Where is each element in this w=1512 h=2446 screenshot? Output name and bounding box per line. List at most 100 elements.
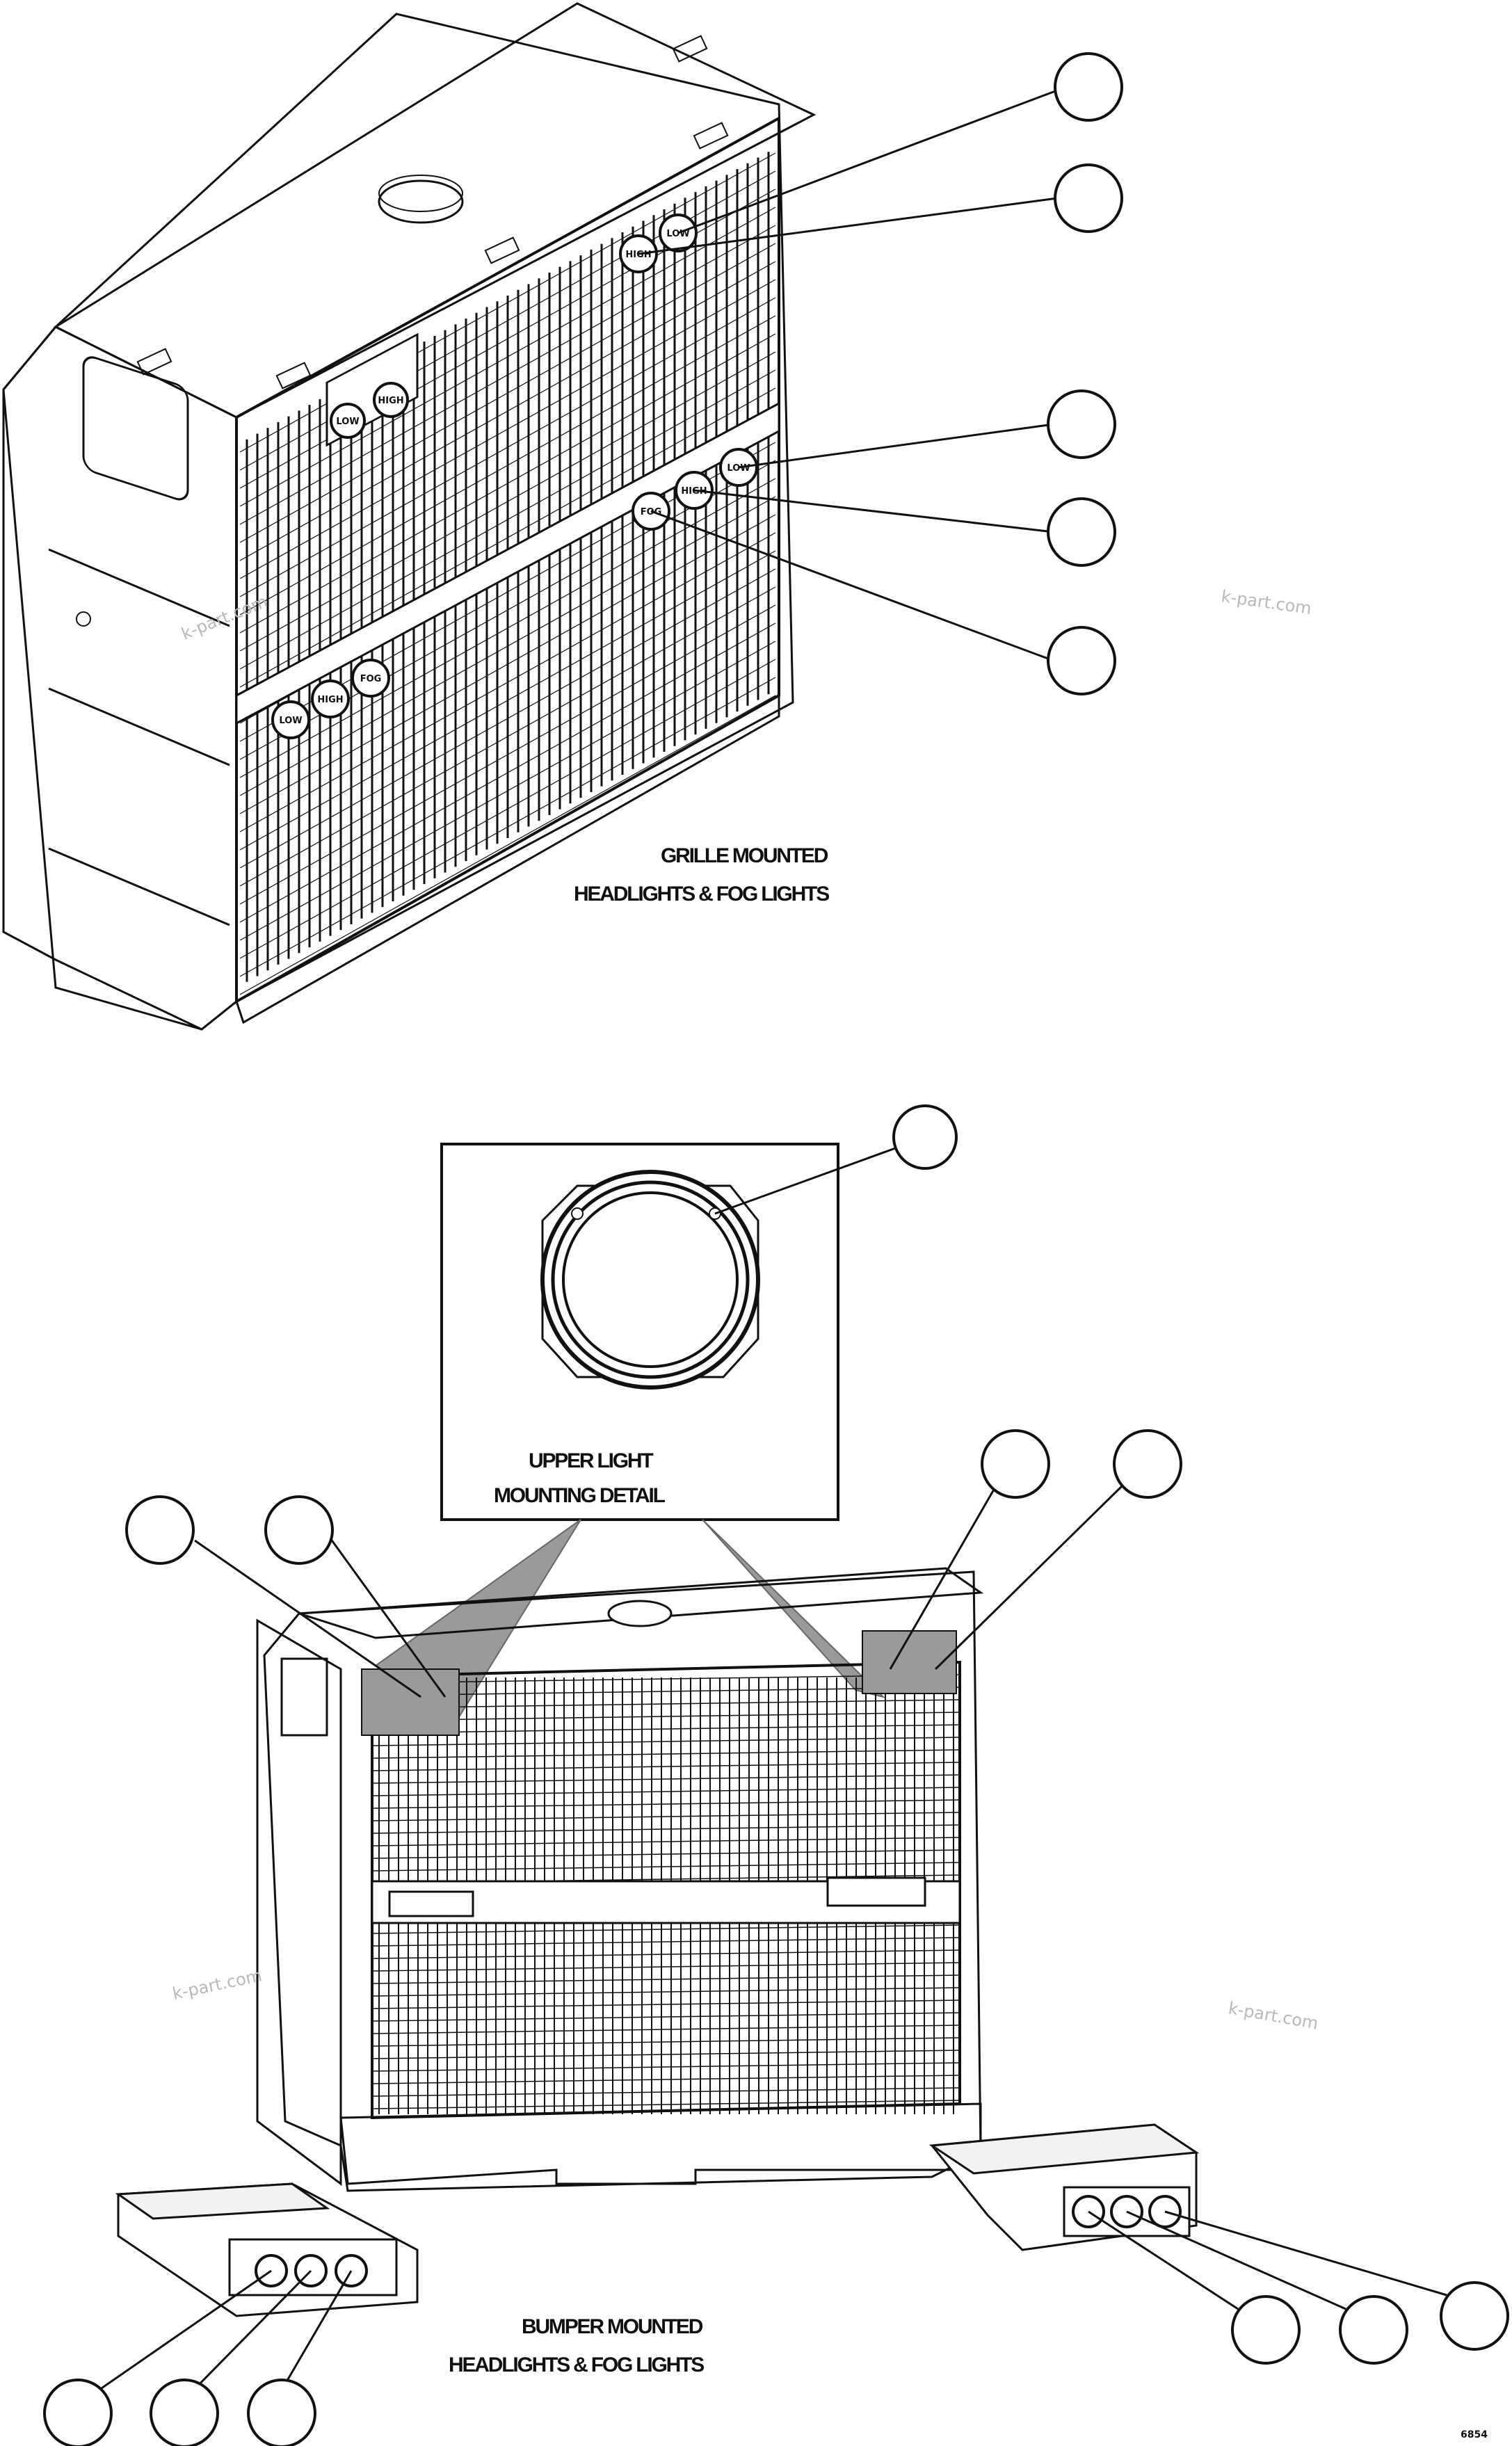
grille-mesh-line: [239, 695, 776, 995]
upper-left-lamp-pair: LOW HIGH: [325, 332, 419, 447]
grille-mesh-line: [371, 2050, 960, 2059]
callout-bubble: [981, 1429, 1050, 1499]
grille-mesh-line: [239, 351, 776, 652]
grille-mesh-line: [239, 659, 776, 959]
grille-mesh-line: [239, 369, 776, 670]
watermark: k-part.com: [1227, 1998, 1320, 2033]
grille-mesh-line: [371, 1812, 960, 1821]
grille-mesh-line: [239, 641, 776, 941]
callout-bubble: [1054, 52, 1123, 122]
watermark: k-part.com: [170, 1965, 264, 2004]
callout-bubble: [43, 2379, 113, 2446]
grille-mesh-line: [371, 1837, 960, 1846]
grille-mesh-line: [239, 261, 776, 561]
upper-light-detail: UPPER LIGHT MOUNTING DETAIL: [440, 1143, 839, 1521]
grille-mesh-line: [371, 2062, 960, 2072]
grille-mesh-line: [239, 550, 776, 851]
caption-grille-line1: GRILLE MOUNTED: [661, 844, 828, 867]
grille-mesh-line: [239, 333, 776, 634]
callout-bubble: [1047, 626, 1116, 695]
grille-mesh-line: [371, 1787, 960, 1796]
grille-mesh-line: [239, 586, 776, 887]
callout-bubble: [150, 2379, 219, 2446]
grille-mesh-line: [371, 1749, 960, 1759]
caption-detail-line2: MOUNTING DETAIL: [494, 1484, 666, 1507]
grille-mesh-line: [371, 1937, 960, 1947]
callout-bubble: [1440, 2281, 1509, 2351]
bumper-lamp-right: [928, 2123, 1200, 2251]
grille-mesh-line: [371, 1862, 960, 1872]
grille-mesh-line: [239, 568, 776, 869]
grille-mesh-line: [371, 1974, 960, 1984]
callout-bubble: [247, 2379, 316, 2446]
grille-mesh-line: [371, 1849, 960, 1859]
caption-bumper-line1: BUMPER MOUNTED: [522, 2315, 703, 2338]
lamp-label-high: HIGH: [625, 250, 651, 260]
grille-mesh-line: [239, 514, 776, 814]
grille-assembly-bottom: [256, 1567, 984, 2192]
callout-bubble: [125, 1495, 195, 1565]
lamp-label-low: LOW: [727, 463, 750, 474]
grille-mesh-line: [371, 1724, 960, 1734]
callout-bubble: [1054, 163, 1123, 233]
grille-mesh-line: [371, 1737, 960, 1746]
grille-mesh-line: [371, 2000, 960, 2009]
grille-mesh-line: [371, 1824, 960, 1834]
callout-bubble: [1047, 497, 1116, 567]
grille-lamps: LOW HIGH HIGH LOW LOW HIGH FOG FOG: [271, 214, 758, 739]
grille-mesh-line: [239, 279, 776, 579]
grille-mesh-line: [239, 604, 776, 905]
lamp-label-low: LOW: [279, 716, 302, 726]
grille-mesh-line: [371, 2025, 960, 2034]
upper-mount-right: [862, 1630, 957, 1694]
projection-right: [702, 1519, 886, 1698]
callouts-bumper: [43, 1429, 1509, 2446]
lamp-label-low: LOW: [336, 417, 359, 427]
grille-mesh-line: [371, 2037, 960, 2047]
callouts-grille: [638, 52, 1123, 695]
caption-bumper-line2: HEADLIGHTS & FOG LIGHTS: [449, 2354, 704, 2376]
lamp-label-fog: FOG: [360, 674, 382, 684]
grille-mesh-line: [239, 478, 776, 778]
callout-bubble: [264, 1495, 334, 1565]
callout-bubble: [1113, 1429, 1182, 1499]
grille-mesh-line: [371, 1762, 960, 1771]
grille-mesh-line: [371, 2100, 960, 2109]
grille-mesh-line: [239, 387, 776, 688]
grille-mesh-line: [239, 225, 776, 525]
grille-mesh-line: [239, 243, 776, 543]
grille-mesh-line: [239, 207, 776, 507]
callout-bubble: [1231, 2295, 1301, 2365]
radiator-cap: [378, 179, 464, 224]
grille-mesh-line: [371, 1962, 960, 1972]
grille-assembly-top: LOW HIGH HIGH LOW LOW HIGH FOG FOG: [2, 2, 817, 1031]
grille-mesh-line: [239, 297, 776, 597]
grille-mesh-line: [371, 1949, 960, 1959]
grille-mesh-line: [371, 1774, 960, 1784]
lower-left-lamp-trio: LOW HIGH FOG: [271, 659, 390, 739]
grille-mesh-line: [239, 315, 776, 615]
watermark: k-part.com: [1220, 586, 1312, 618]
callout-bubble: [1047, 389, 1116, 459]
grille-mesh-line: [371, 2012, 960, 2022]
grille-mesh-line: [239, 622, 776, 923]
grille-mesh-line: [239, 532, 776, 832]
grille-mesh-line: [371, 1987, 960, 1997]
caption-grille-line2: HEADLIGHTS & FOG LIGHTS: [574, 883, 829, 906]
lamp-label-high: HIGH: [378, 396, 403, 406]
grille-face: [235, 115, 780, 1004]
grille-mesh-line: [239, 496, 776, 796]
callout-bubble: [1339, 2295, 1408, 2365]
grille-mesh-line: [239, 677, 776, 977]
caption-detail-line1: UPPER LIGHT: [529, 1449, 653, 1472]
grille-mesh-line: [371, 1712, 960, 1721]
grille-mesh-line: [371, 1699, 960, 1709]
figure-code: 6854: [1461, 2429, 1488, 2440]
grille-mesh-line: [371, 1799, 960, 1809]
upper-mount-left: [361, 1668, 460, 1736]
grille-mesh-line: [371, 2087, 960, 2097]
bumper-lamp-left: [115, 2182, 419, 2317]
lamp-label-high: HIGH: [317, 695, 343, 705]
grille-mesh-line: [371, 1924, 960, 1934]
